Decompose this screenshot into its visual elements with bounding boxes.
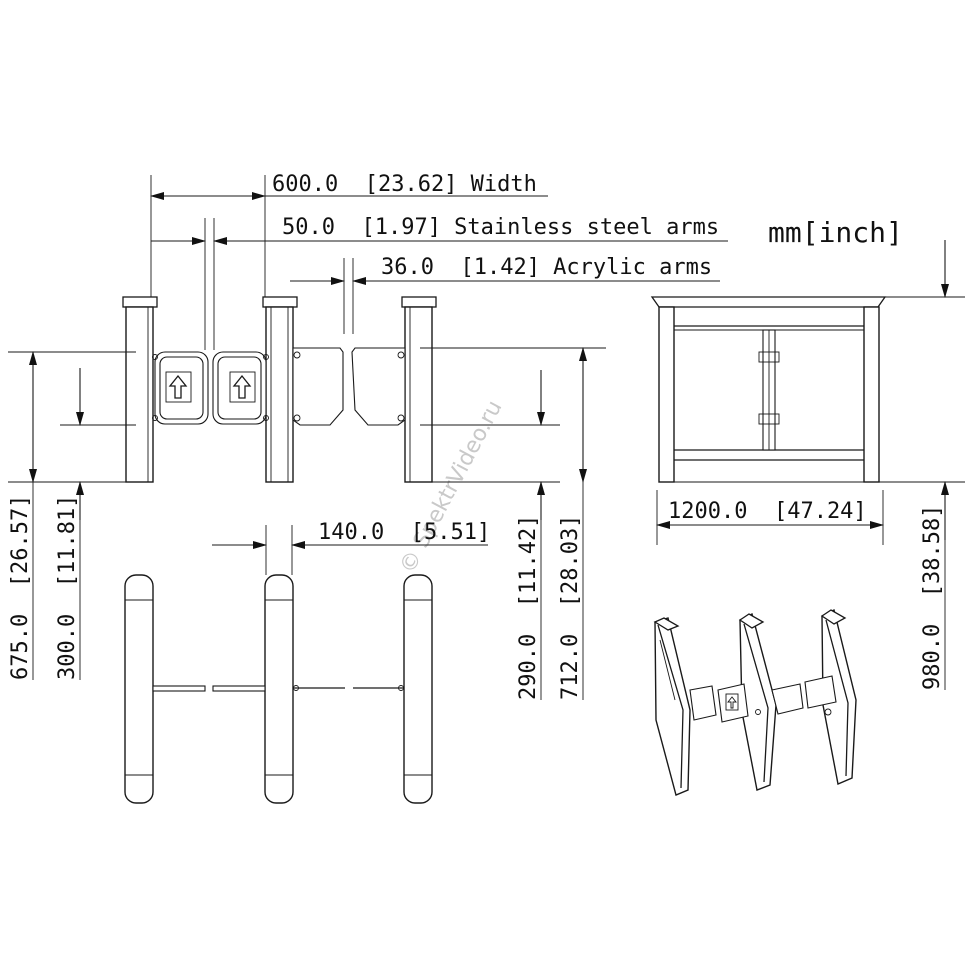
- arm-height-dimension-label: 675.0 [26.57]: [8, 495, 33, 680]
- stainless-arm-left: [152, 351, 209, 425]
- front-post-right: [401, 296, 437, 483]
- side-dimensions: 980.0 [38.58] 1200.0 [47.24] mm[inch]: [656, 216, 965, 690]
- acrylic-lower-dimension-label: 290.0 [11.42]: [516, 515, 541, 700]
- post-gap-dimension-label: 140.0 [5.51]: [318, 520, 490, 545]
- front-post-middle: [262, 296, 298, 483]
- acrylic-arms-dimension-label: 36.0 [1.42] Acrylic arms: [381, 255, 712, 280]
- front-post-left: [122, 296, 158, 483]
- acrylic-height-dimension-label: 712.0 [28.03]: [558, 515, 583, 700]
- units-label: mm[inch]: [768, 216, 903, 249]
- stainless-arms-dimension-label: 50.0 [1.97] Stainless steel arms: [282, 215, 719, 240]
- total-height-dimension-label: 980.0 [38.58]: [920, 505, 945, 690]
- acrylic-arm-right: [351, 347, 406, 426]
- acrylic-arm-left: [292, 347, 344, 426]
- side-view: [650, 296, 887, 483]
- front-dimensions: 600.0 [23.62] Width 50.0 [1.97] Stainles…: [8, 172, 728, 700]
- front-view: [122, 296, 437, 483]
- top-view: [124, 574, 433, 804]
- stainless-arm-right: [212, 351, 269, 425]
- arm-lower-dimension-label: 300.0 [11.81]: [55, 495, 80, 680]
- depth-dimension-label: 1200.0 [47.24]: [668, 499, 867, 524]
- isometric-view: [653, 608, 857, 796]
- top-dimensions: 140.0 [5.51]: [212, 520, 490, 575]
- width-dimension-label: 600.0 [23.62] Width: [272, 172, 537, 197]
